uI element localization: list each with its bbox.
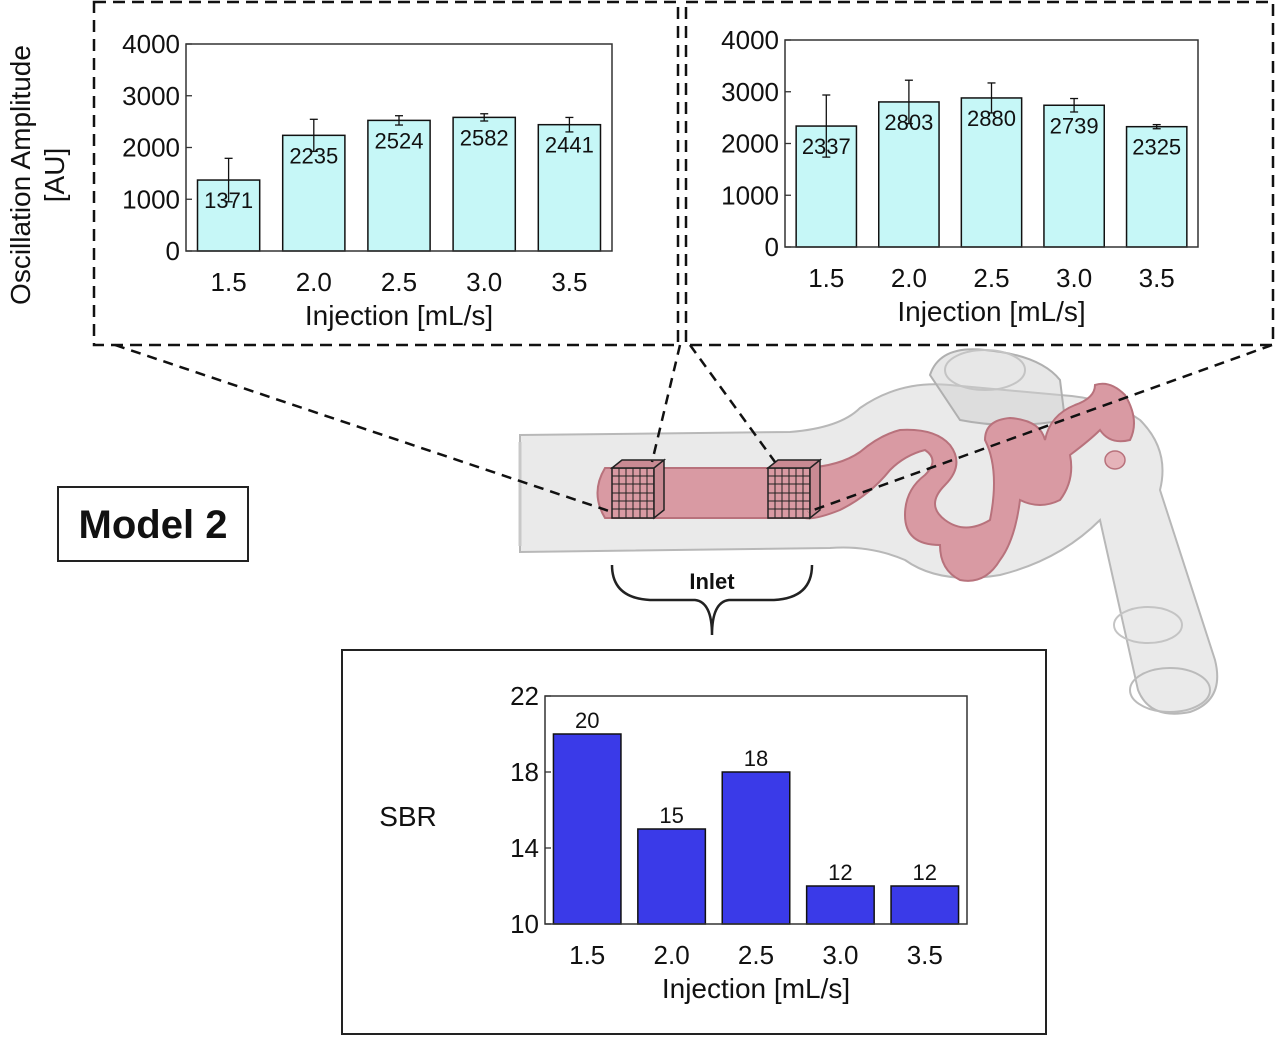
bar bbox=[1043, 104, 1105, 248]
x-tick-label: 3.0 bbox=[1056, 263, 1092, 293]
bar bbox=[637, 828, 707, 925]
x-tick-label: 1.5 bbox=[808, 263, 844, 293]
amplitude-chart-left: 1371 1.5 2235 2.0 2524 2.5 2582 3.0 2441 3.5 0 1000… bbox=[5, 29, 613, 331]
data-label: 2235 bbox=[289, 143, 338, 168]
y-tick-label: 4000 bbox=[721, 25, 779, 55]
y-tick-label: 2000 bbox=[721, 129, 779, 159]
y-tick-label: 22 bbox=[510, 681, 539, 711]
inset-frame-left bbox=[92, 0, 680, 347]
bar bbox=[890, 885, 960, 925]
inset-frame-right bbox=[684, 0, 1275, 347]
x-tick-label: 2.0 bbox=[296, 267, 332, 297]
sbr-chart: 20 1.5 15 2.0 18 2.5 12 3.0 12 3.5 10 14 18 22Injecti… bbox=[379, 681, 968, 1004]
y-tick-label: 1000 bbox=[721, 180, 779, 210]
y-tick-label: 4000 bbox=[122, 29, 180, 59]
x-tick-label: 3.5 bbox=[907, 940, 943, 970]
bar bbox=[1125, 125, 1188, 248]
bar bbox=[552, 733, 622, 925]
plot-frame bbox=[544, 695, 968, 925]
y-axis-label: Oscillation Amplitude bbox=[5, 45, 36, 305]
data-label: 2803 bbox=[884, 110, 933, 135]
x-tick-label: 2.5 bbox=[738, 940, 774, 970]
y-axis-label: SBR bbox=[379, 801, 437, 832]
data-label: 2739 bbox=[1050, 113, 1099, 138]
x-tick-label: 1.5 bbox=[211, 267, 247, 297]
y-tick-label: 3000 bbox=[721, 77, 779, 107]
data-label: 2441 bbox=[545, 133, 594, 158]
bar bbox=[721, 771, 791, 925]
x-tick-label: 2.0 bbox=[891, 263, 927, 293]
bar bbox=[537, 123, 602, 252]
data-label: 18 bbox=[744, 746, 768, 771]
inlet-brace: Inlet bbox=[610, 564, 814, 636]
voxel-grid-right bbox=[765, 458, 823, 520]
x-axis-label: Injection [mL/s] bbox=[305, 300, 493, 331]
x-axis-label: Injection [mL/s] bbox=[662, 973, 850, 1004]
data-label: 2524 bbox=[375, 128, 424, 153]
data-label: 1371 bbox=[204, 188, 253, 213]
y-tick-label: 10 bbox=[510, 909, 539, 939]
voxel-grid-left bbox=[609, 458, 667, 520]
data-label: 20 bbox=[575, 708, 599, 733]
y-tick-label: 3000 bbox=[122, 81, 180, 111]
y-tick-label: 0 bbox=[765, 232, 779, 262]
x-tick-label: 2.5 bbox=[381, 267, 417, 297]
y-tick-label: 1000 bbox=[122, 184, 180, 214]
zoom-connector-lines bbox=[114, 343, 1273, 514]
x-tick-label: 3.0 bbox=[822, 940, 858, 970]
model-label: Model 2 bbox=[79, 503, 228, 547]
x-tick-label: 3.5 bbox=[1139, 263, 1175, 293]
vessel-model-illustration bbox=[518, 348, 1219, 715]
y-tick-label: 14 bbox=[510, 833, 539, 863]
bar bbox=[367, 119, 431, 252]
data-label: 2337 bbox=[802, 134, 851, 159]
bar bbox=[805, 885, 875, 925]
x-tick-label: 3.5 bbox=[551, 267, 587, 297]
y-axis-label: [AU] bbox=[39, 148, 70, 202]
bar bbox=[960, 97, 1023, 248]
x-tick-label: 1.5 bbox=[569, 940, 605, 970]
y-tick-label: 0 bbox=[166, 236, 180, 266]
amplitude-chart-right: 2337 1.5 2803 2.0 2880 2.5 2739 3.0 2325 3.5 0 1000… bbox=[721, 25, 1199, 327]
data-label: 2880 bbox=[967, 106, 1016, 131]
x-tick-label: 3.0 bbox=[466, 267, 502, 297]
data-label: 12 bbox=[828, 860, 852, 885]
model-label-box: Model 2 bbox=[57, 486, 249, 562]
data-label: 12 bbox=[913, 860, 937, 885]
x-tick-label: 2.5 bbox=[973, 263, 1009, 293]
data-label: 2582 bbox=[460, 125, 509, 150]
x-tick-label: 2.0 bbox=[654, 940, 690, 970]
y-tick-label: 2000 bbox=[122, 133, 180, 163]
inlet-label: Inlet bbox=[689, 569, 735, 594]
x-axis-label: Injection [mL/s] bbox=[897, 296, 1085, 327]
data-label: 2325 bbox=[1132, 135, 1181, 160]
y-tick-label: 18 bbox=[510, 757, 539, 787]
data-label: 15 bbox=[659, 803, 683, 828]
